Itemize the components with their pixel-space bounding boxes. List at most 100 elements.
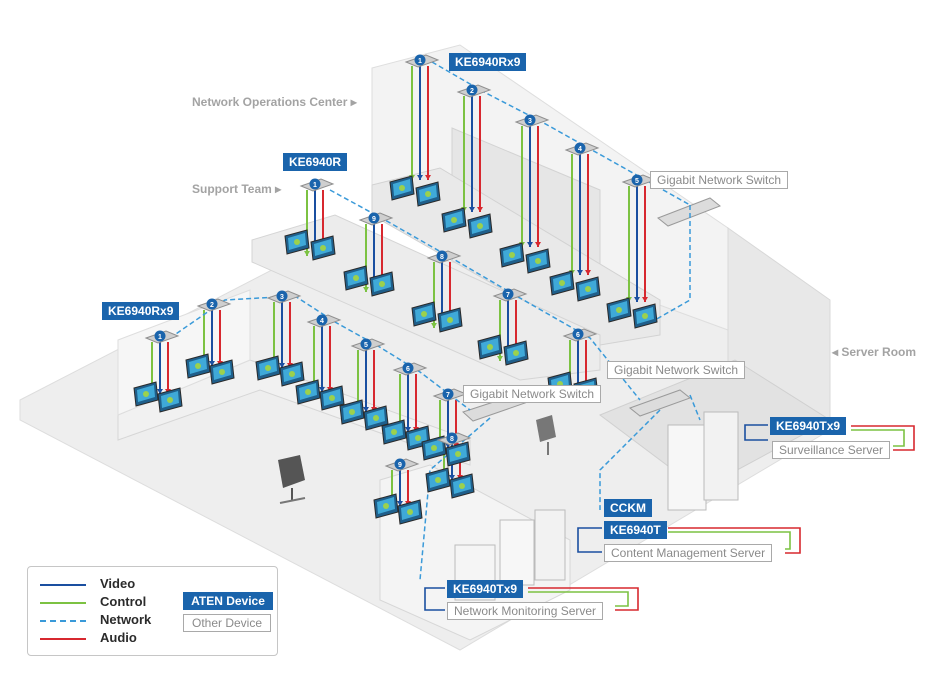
zone-support-text: Support Team	[192, 182, 272, 196]
control-cable-arrow	[304, 251, 310, 256]
monitor-icon	[525, 248, 551, 274]
noc-receiver-label: KE6940Rx9	[449, 53, 527, 71]
receiver-number: 9	[398, 462, 402, 469]
control-cable-arrow	[497, 356, 503, 361]
audio-cable-arrow	[425, 175, 431, 180]
switch-top-label: Gigabit Network Switch	[650, 171, 789, 189]
receiver-unit: 3	[266, 290, 302, 304]
audio-cable-arrow	[585, 270, 591, 275]
video-cable-arrow	[209, 361, 215, 366]
monitor-icon	[389, 175, 415, 201]
legend-video-swatch	[40, 584, 86, 586]
netmon-server-label: Network Monitoring Server	[447, 602, 604, 620]
receiver-number: 9	[372, 216, 376, 223]
legend-other-device: Other Device	[183, 614, 271, 632]
control-cable-arrow	[431, 323, 437, 328]
monitor-icon	[310, 235, 336, 261]
receiver-number: 7	[446, 392, 450, 399]
switch-mid-device	[628, 389, 692, 417]
receiver-number-badge	[309, 178, 321, 190]
legend-audio-text: Audio	[100, 630, 137, 645]
receiver-number-badge	[502, 288, 514, 300]
monitor-icon	[284, 229, 310, 255]
monitor-icon	[381, 419, 407, 445]
legend-audio-swatch	[40, 638, 86, 640]
receiver-unit: 7	[492, 288, 528, 302]
receiver-number: 3	[280, 294, 284, 301]
monitor-icon	[157, 387, 183, 413]
zone-label-server-room: ◂ Server Room	[832, 345, 917, 359]
netmon-video	[424, 587, 445, 611]
zone-label-support: Support Team ▸	[192, 182, 282, 196]
video-cable-arrow	[319, 387, 325, 392]
surveillance-server-label: Surveillance Server	[772, 441, 891, 459]
receiver-number-badge	[394, 458, 406, 470]
server-rack-4	[534, 509, 566, 581]
receiver-number-badge	[154, 330, 166, 342]
monitor-icon	[133, 381, 159, 407]
video-cable-arrow	[397, 501, 403, 506]
netmon-link-control	[528, 591, 629, 607]
legend-video-text: Video	[100, 576, 136, 591]
monitor-icon	[421, 435, 447, 461]
audio-cable-arrow	[477, 207, 483, 212]
switch-mid-label: Gigabit Network Switch	[607, 361, 746, 379]
monitor-icon	[632, 303, 658, 329]
receiver-number-badge	[360, 338, 372, 350]
video-cable-arrow	[363, 407, 369, 412]
receiver-unit: 1	[404, 54, 440, 68]
video-cable-arrow	[634, 297, 640, 302]
receiver-number: 8	[450, 436, 454, 443]
video-cable-arrow	[527, 242, 533, 247]
support-receiver-label: KE6940R	[283, 153, 348, 171]
chair-icon	[278, 455, 306, 504]
receiver-number-badge	[206, 298, 218, 310]
receiver-number: 5	[364, 342, 368, 349]
monitor-icon	[411, 301, 437, 327]
server-rack-2	[703, 411, 739, 501]
tx-netmon-label: KE6940Tx9	[447, 580, 524, 598]
monitor-icon	[575, 276, 601, 302]
receiver-unit: 5	[350, 338, 386, 352]
receiver-unit: 4	[306, 314, 342, 328]
monitor-icon	[319, 385, 345, 411]
tx-surveillance-label: KE6940Tx9	[770, 417, 847, 435]
receiver-number-badge	[572, 328, 584, 340]
receiver-unit: 2	[196, 298, 232, 312]
monitor-icon	[339, 399, 365, 425]
server-rack-1	[667, 424, 707, 511]
monitor-icon	[437, 307, 463, 333]
legend-control-swatch	[40, 602, 86, 604]
monitor-icon	[255, 355, 281, 381]
receiver-number-badge	[446, 432, 458, 444]
receiver-number-badge	[402, 362, 414, 374]
server-rack-3	[499, 519, 535, 586]
monitor-icon	[425, 467, 451, 493]
support-desk	[251, 214, 601, 381]
monitor-icon	[373, 493, 399, 519]
receiver-number: 2	[210, 302, 214, 309]
surveillance-video	[744, 424, 768, 441]
receiver-number-badge	[574, 142, 586, 154]
receiver-number: 4	[578, 146, 582, 153]
network-to-server-room	[689, 394, 701, 421]
content-video	[577, 527, 602, 553]
receiver-unit: 6	[562, 328, 598, 342]
monitor-icon	[441, 207, 467, 233]
receiver-unit: 6	[392, 362, 428, 376]
zone-label-noc: Network Operations Center ▸	[192, 95, 357, 109]
receiver-number-badge	[316, 314, 328, 326]
cckm-label: CCKM	[604, 499, 652, 517]
content-server-label: Content Management Server	[604, 544, 773, 562]
zone-noc-text: Network Operations Center	[192, 95, 348, 109]
switch-low-label: Gigabit Network Switch	[463, 385, 602, 403]
surveillance-link-control	[851, 429, 905, 447]
receiver-unit: 9	[384, 458, 420, 472]
monitor-icon	[503, 340, 529, 366]
monitor-icon	[415, 181, 441, 207]
receiver-number-badge	[414, 54, 426, 66]
monitor-icon	[209, 359, 235, 385]
zone-server-room-text: Server Room	[841, 345, 917, 359]
network-backbone-mid	[599, 409, 661, 510]
monitor-icon	[445, 441, 471, 467]
